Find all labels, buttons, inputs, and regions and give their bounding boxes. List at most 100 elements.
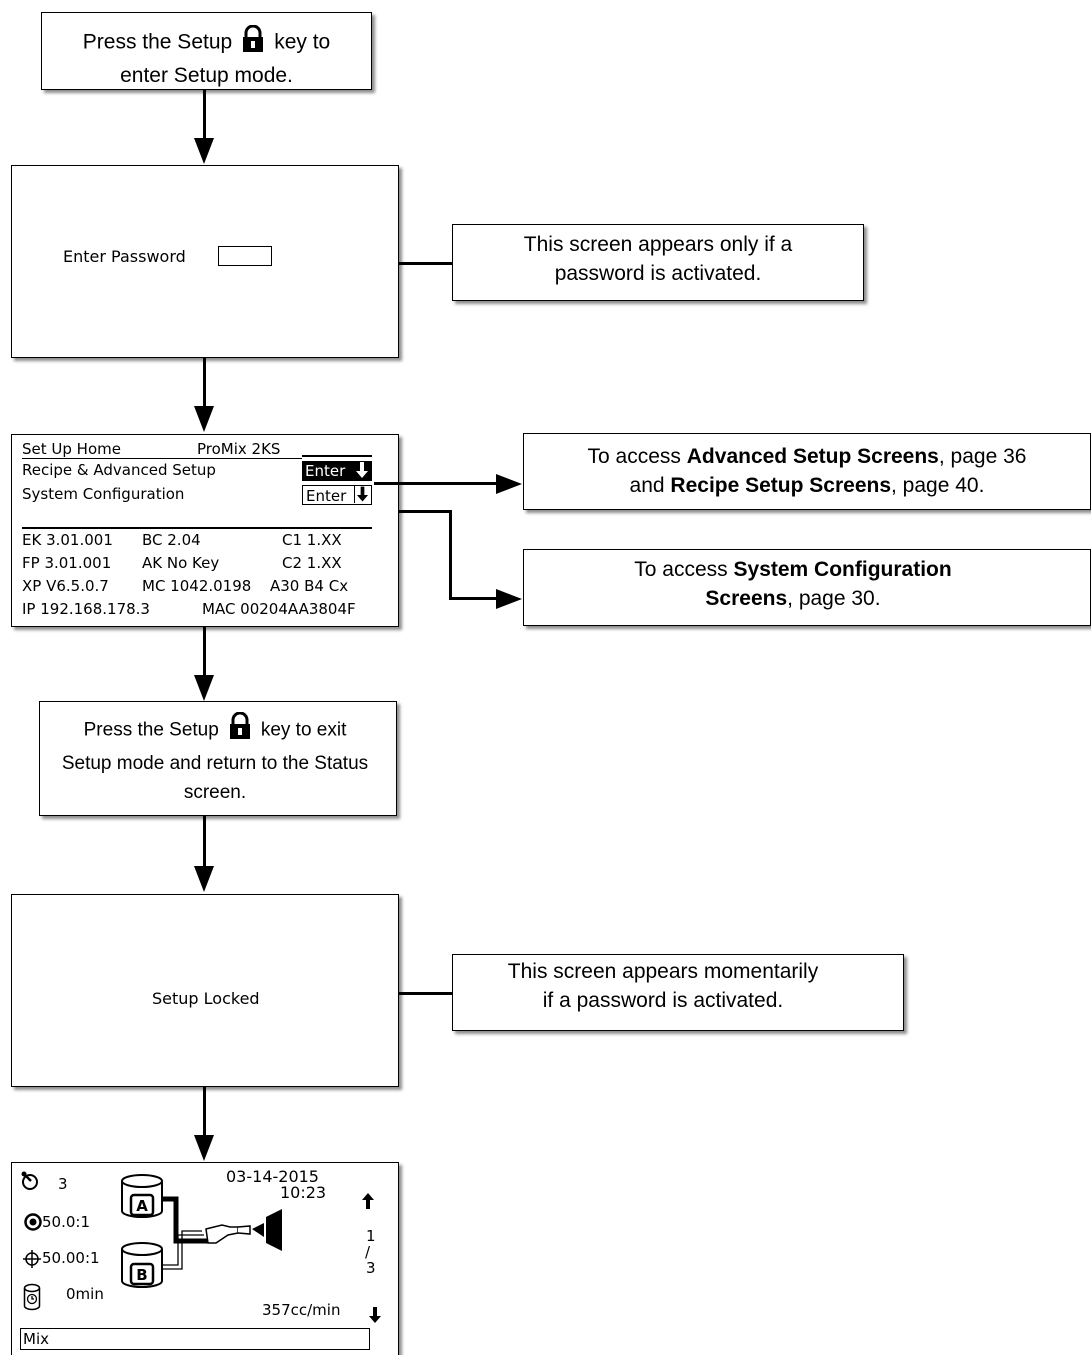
setup-home-screen: Set Up Home ProMix 2KS Recipe & Advanced… — [11, 434, 399, 627]
clock-icon — [23, 1283, 41, 1316]
note-recipe-link: Recipe Setup Screens — [670, 474, 892, 497]
step-enter-setup: Press the Setup key to enter Setup mode. — [41, 12, 372, 90]
step-enter-text-line2: enter Setup mode. — [120, 64, 293, 87]
info-cell: C1 1.XX — [282, 531, 342, 549]
enter-button-label: Enter — [306, 487, 347, 505]
menu-item-recipe-advanced[interactable]: Recipe & Advanced Setup — [22, 461, 216, 479]
divider — [302, 455, 372, 457]
arrow-down-icon — [355, 462, 369, 484]
divider — [22, 527, 372, 529]
arrow-right-icon — [496, 474, 522, 494]
connector — [399, 992, 453, 995]
arrow-up-icon[interactable] — [362, 1193, 374, 1214]
mix-diagram: A B — [121, 1174, 282, 1288]
ratio-target: 50.0:1 — [42, 1213, 90, 1231]
step-exit-text-line3: screen. — [183, 782, 247, 803]
info-cell: MC 1042.0198 — [142, 577, 252, 595]
note-sysconfig-link: Screens — [705, 587, 788, 610]
ratio-actual: 50.00:1 — [42, 1249, 100, 1267]
step-enter-text-post: key to — [274, 30, 331, 54]
arrow-down-icon — [194, 1135, 214, 1161]
note-advanced-text: , page 36 — [938, 445, 1027, 468]
info-cell: XP V6.5.0.7 — [22, 577, 109, 595]
step-exit-setup: Press the Setup key to exit Setup mode an… — [39, 701, 397, 816]
note-locked: This screen appears momentarily if a pas… — [452, 954, 904, 1031]
info-cell: BC 2.04 — [142, 531, 201, 549]
arrow-down-icon — [194, 138, 214, 164]
setup-home-title: Set Up Home — [22, 440, 121, 458]
note-locked-line1: This screen appears momentarily — [507, 960, 819, 983]
note-password: This screen appears only if a password i… — [452, 224, 864, 301]
connector — [203, 358, 206, 408]
note-advanced-text: To access — [587, 445, 687, 468]
page-number: 1 — [366, 1227, 376, 1245]
recipe-number: 3 — [58, 1175, 68, 1193]
divider — [22, 458, 302, 459]
info-cell: AK No Key — [142, 554, 220, 572]
setup-locked-label: Setup Locked — [152, 989, 260, 1008]
note-password-line2: password is activated. — [554, 262, 762, 285]
connector — [449, 597, 499, 600]
step-enter-text-pre: Press the Setup — [82, 30, 233, 54]
setup-locked-screen: Setup Locked — [11, 894, 399, 1087]
target-icon — [24, 1213, 42, 1236]
arrow-down-icon — [354, 486, 369, 503]
connector — [203, 627, 206, 677]
enter-button-recipe-advanced[interactable]: Enter — [302, 461, 372, 481]
arrow-down-icon[interactable] — [369, 1307, 381, 1328]
crosshair-icon — [22, 1249, 42, 1274]
menu-item-system-configuration[interactable]: System Configuration — [22, 485, 185, 503]
note-system-configuration: To access System Configuration Screens, … — [523, 549, 1091, 626]
note-sysconfig-link: System Configuration — [733, 558, 952, 581]
password-label: Enter Password — [63, 247, 186, 266]
flow-rate: 357cc/min — [262, 1301, 341, 1319]
spray-gun-icon — [205, 1209, 282, 1251]
info-cell: C2 1.XX — [282, 554, 342, 572]
connector — [203, 816, 206, 868]
enter-button-system-configuration[interactable]: Enter — [302, 485, 372, 505]
info-table: EK 3.01.001 BC 2.04 C1 1.XX FP 3.01.001 … — [22, 531, 382, 623]
note-advanced-text: and — [629, 474, 671, 497]
connector — [449, 510, 452, 600]
connector — [399, 262, 453, 265]
info-cell: MAC 00204AA3804F — [202, 600, 356, 618]
info-row: XP V6.5.0.7 MC 1042.0198 A30 B4 Cx — [22, 577, 382, 600]
info-cell: IP 192.168.178.3 — [22, 600, 150, 618]
status-date: 03-14-2015 — [226, 1167, 319, 1186]
page-separator: / — [365, 1243, 371, 1261]
step-exit-text-post: key to exit — [260, 719, 347, 741]
arrow-right-icon — [496, 589, 522, 609]
info-cell: EK 3.01.001 — [22, 531, 113, 549]
info-row: IP 192.168.178.3 MAC 00204AA3804F — [22, 600, 382, 623]
tank-b-label: B — [136, 1266, 147, 1284]
info-cell: A30 B4 Cx — [270, 577, 349, 595]
enter-button-label: Enter — [305, 462, 346, 480]
connector — [203, 90, 206, 140]
mode-bar: Mix — [20, 1328, 370, 1350]
status-time: 10:23 — [280, 1183, 327, 1202]
step-exit-text-line2: Setup mode and return to the Status — [61, 753, 369, 774]
connector — [374, 482, 498, 485]
connector — [203, 1087, 206, 1137]
arrow-down-icon — [194, 866, 214, 892]
arrow-down-icon — [194, 675, 214, 701]
info-row: FP 3.01.001 AK No Key C2 1.XX — [22, 554, 382, 577]
step-exit-text-pre: Press the Setup — [83, 719, 219, 741]
note-sysconfig-text: To access — [634, 558, 734, 581]
setup-home-product: ProMix 2KS — [197, 440, 281, 458]
page-total: 3 — [366, 1259, 376, 1277]
tank-b-icon — [121, 1242, 163, 1288]
note-locked-line2: if a password is activated. — [542, 989, 784, 1012]
lock-icon — [229, 711, 251, 749]
tank-a-icon — [121, 1174, 163, 1218]
password-screen: Enter Password — [11, 165, 399, 358]
mode-label: Mix — [23, 1330, 49, 1348]
info-row: EK 3.01.001 BC 2.04 C1 1.XX — [22, 531, 382, 554]
info-cell: FP 3.01.001 — [22, 554, 112, 572]
password-input[interactable] — [218, 246, 272, 266]
tank-a-label: A — [136, 1197, 148, 1215]
lock-icon — [242, 24, 264, 61]
note-advanced-link: Advanced Setup Screens — [686, 445, 939, 468]
gun-icon — [20, 1171, 42, 1196]
status-screen: 3 50.0:1 50.00:1 0min 03-14-2015 10:23 — [11, 1162, 399, 1355]
